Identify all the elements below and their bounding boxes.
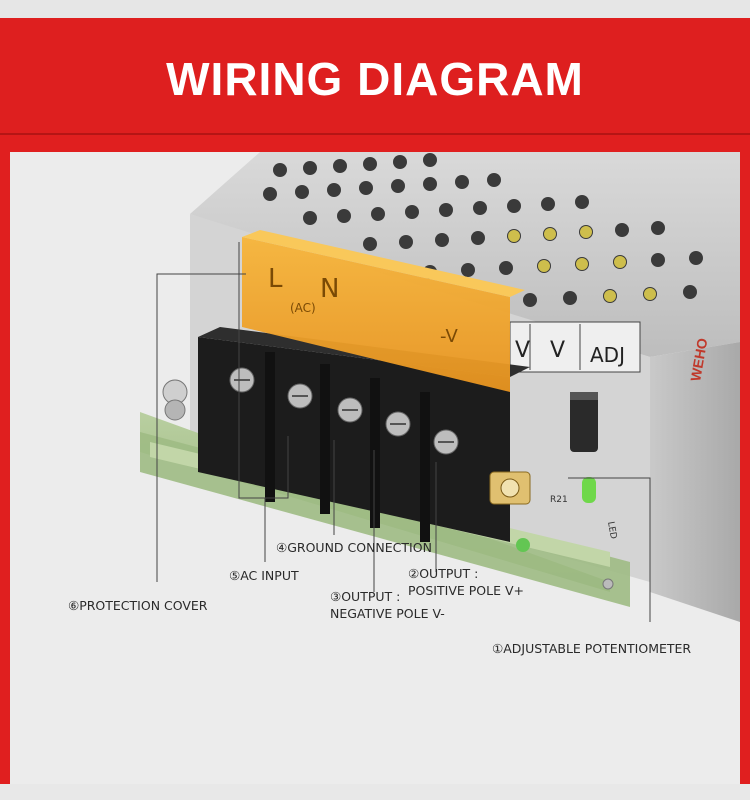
terminal-label-adj: ADJ bbox=[590, 343, 625, 367]
protection-cover: L N (AC) -V bbox=[242, 230, 525, 392]
mounting-screw-right bbox=[602, 578, 614, 590]
status-led bbox=[582, 477, 596, 503]
callout-output-positive-line1: ②OUTPUT : bbox=[408, 566, 479, 581]
board-label-led: LED bbox=[605, 521, 618, 540]
leader-potentiometer bbox=[568, 477, 651, 622]
potentiometer bbox=[489, 471, 531, 505]
brand-label: WEHO bbox=[687, 337, 710, 383]
header-banner bbox=[0, 18, 750, 135]
callout-adjustable-potentiometer: ①ADJUSTABLE POTENTIOMETER bbox=[492, 641, 692, 656]
callout-ac-input: ⑤AC INPUT bbox=[229, 568, 299, 583]
product-photo: WEHO V V ADJ bbox=[10, 152, 740, 784]
board-dot bbox=[516, 538, 530, 552]
callout-output-negative-line2: NEGATIVE POLE V- bbox=[330, 606, 445, 621]
top-strip bbox=[0, 0, 750, 18]
callout-protection-cover: ⑥PROTECTION COVER bbox=[68, 598, 208, 613]
leader-ac-input bbox=[238, 242, 289, 499]
callout-output-negative-line1: ③OUTPUT : bbox=[330, 589, 401, 604]
board-label-r21: R21 bbox=[550, 495, 568, 505]
callout-lines bbox=[156, 242, 651, 622]
callout-output-positive-line2: POSITIVE POLE V+ bbox=[408, 583, 524, 598]
terminal-label-v2: V bbox=[550, 338, 565, 363]
chassis-side bbox=[650, 342, 740, 622]
power-supply-illustration: WEHO V V ADJ bbox=[10, 152, 740, 784]
cover-label-l: L bbox=[268, 264, 283, 294]
leader-protection-cover bbox=[156, 273, 246, 582]
chassis-top bbox=[190, 152, 740, 357]
terminal-label-v1: V bbox=[515, 338, 530, 363]
page-title: WIRING DIAGRAM bbox=[166, 53, 584, 105]
bottom-strip bbox=[0, 784, 750, 800]
cover-label-v-minus: -V bbox=[440, 326, 458, 347]
callout-ground-connection: ④GROUND CONNECTION bbox=[276, 540, 432, 555]
mounting-screw-left bbox=[162, 379, 188, 421]
capacitor bbox=[570, 392, 598, 452]
cover-label-n: N bbox=[320, 274, 339, 304]
cover-label-ac: (AC) bbox=[290, 301, 316, 315]
